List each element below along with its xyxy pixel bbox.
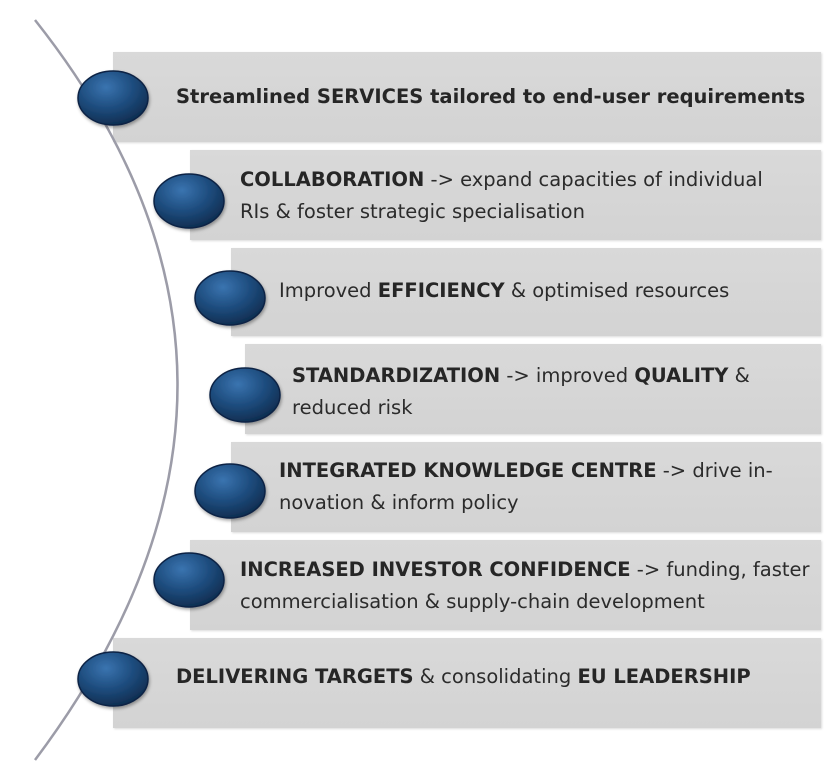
step-text-4: STANDARDIZATION -> improved QUALITY & red…	[292, 360, 750, 424]
step-bar-7	[113, 638, 821, 728]
step-text-1: Streamlined SERVICES tailored to end-use…	[176, 81, 805, 113]
step-6-segment-1: INCREASED INVESTOR CONFIDENCE	[240, 558, 631, 581]
step-text-5: INTEGRATED KNOWLEDGE CENTRE -> drive in-…	[279, 455, 773, 519]
step-7-segment-2: & consolidating	[413, 665, 578, 688]
step-bar-6	[190, 540, 821, 630]
step-4-segment-2: -> improved	[500, 364, 635, 387]
step-6-segment-2: -> funding, faster	[630, 558, 810, 581]
step-6-segment-4: commercialisation & supply-chain develop…	[240, 590, 705, 613]
step-4-segment-3: QUALITY	[634, 364, 729, 387]
step-4-segment-1: STANDARDIZATION	[292, 364, 501, 387]
step-5-segment-2: -> drive in-	[656, 459, 773, 482]
step-7-segment-3: EU LEADERSHIP	[577, 665, 751, 688]
step-3-segment-1: Improved	[279, 279, 378, 302]
step-text-7: DELIVERING TARGETS & consolidating EU LE…	[176, 661, 751, 693]
step-dot-7	[77, 651, 149, 707]
step-3-segment-2: EFFICIENCY	[377, 279, 505, 302]
step-text-2: COLLABORATION -> expand capacities of in…	[240, 164, 763, 228]
step-2-segment-4: RIs & foster strategic specialisation	[240, 200, 585, 223]
step-5-segment-1: INTEGRATED KNOWLEDGE CENTRE	[279, 459, 657, 482]
step-2-segment-2: -> expand capacities of individual	[424, 168, 763, 191]
step-2-segment-1: COLLABORATION	[240, 168, 425, 191]
step-dot-2	[153, 173, 225, 229]
step-7-segment-1: DELIVERING TARGETS	[176, 665, 414, 688]
step-bar-4	[245, 344, 821, 434]
step-bar-1	[113, 52, 821, 142]
step-text-6: INCREASED INVESTOR CONFIDENCE -> funding…	[240, 554, 810, 618]
step-5-segment-4: novation & inform policy	[279, 491, 519, 514]
step-bar-2	[190, 150, 821, 240]
step-text-3: Improved EFFICIENCY & optimised resource…	[279, 275, 729, 307]
step-dot-6	[153, 552, 225, 608]
step-dot-1	[77, 70, 149, 126]
step-bar-5	[231, 442, 821, 532]
step-4-segment-4: &	[728, 364, 750, 387]
step-dot-4	[209, 367, 281, 423]
step-dot-3	[194, 270, 266, 326]
step-3-segment-3: & optimised resources	[504, 279, 730, 302]
step-dot-5	[194, 463, 266, 519]
step-4-segment-6: reduced risk	[292, 396, 413, 419]
step-bar-3	[231, 248, 821, 336]
step-1-segment-1: Streamlined SERVICES tailored to end-use…	[176, 85, 806, 108]
